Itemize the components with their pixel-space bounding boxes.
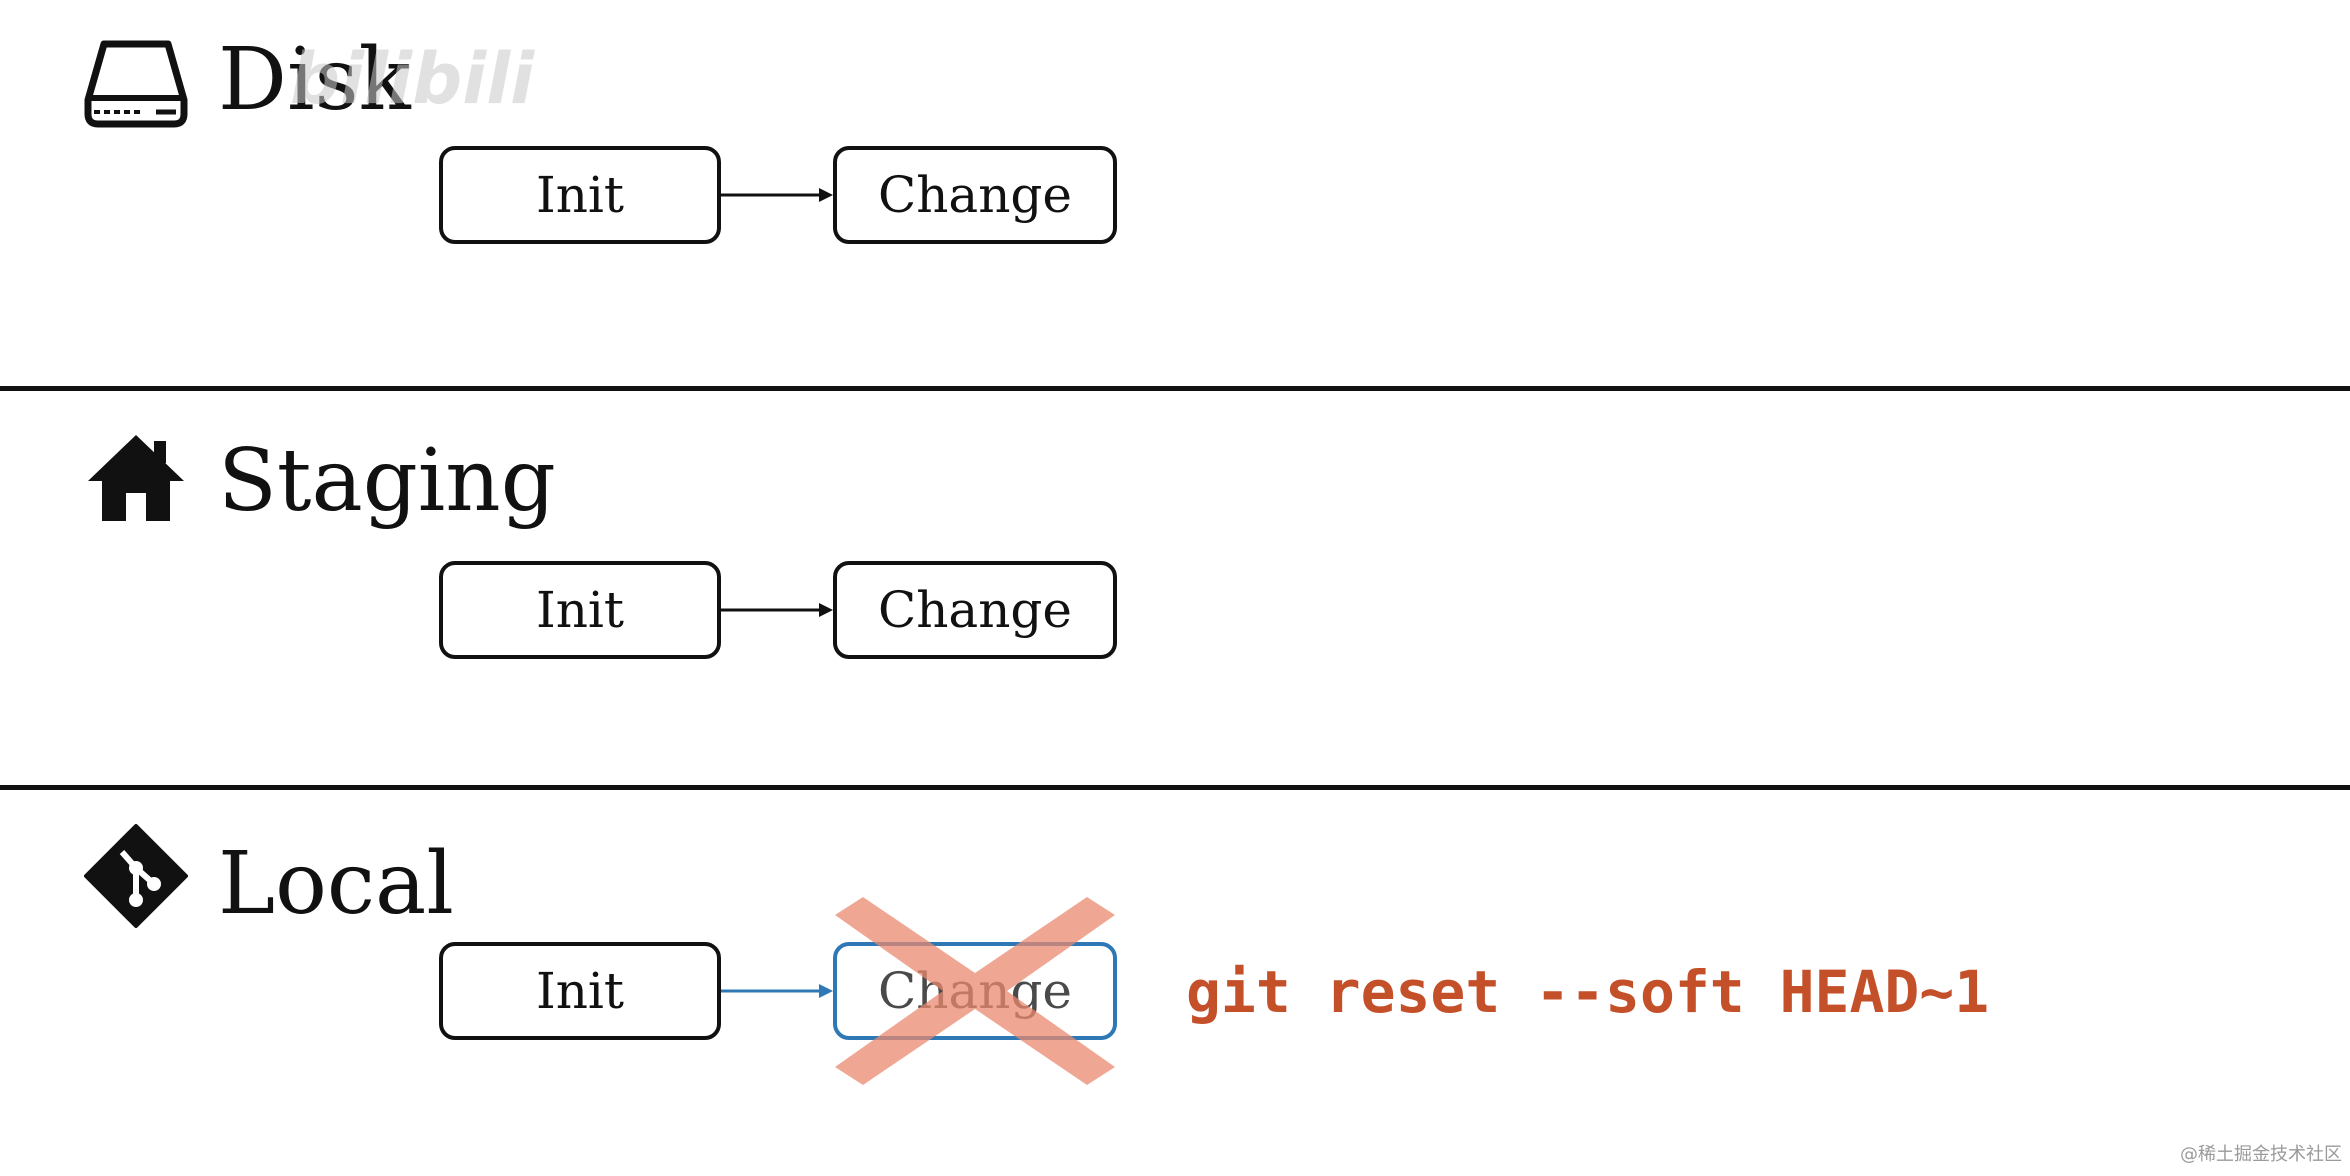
channel-watermark: bilibili xyxy=(290,38,535,120)
staging-arrow xyxy=(721,603,833,617)
divider-staging-local xyxy=(0,785,2350,790)
disk-arrow xyxy=(721,188,833,202)
git-logo-icon xyxy=(84,824,188,928)
git-command: git reset --soft HEAD~1 xyxy=(1186,958,1990,1026)
divider-disk-staging xyxy=(0,386,2350,391)
local-section: Local Init Change git reset --soft HEAD~… xyxy=(0,790,2350,1176)
local-title: Local xyxy=(218,834,454,934)
local-arrow xyxy=(721,984,833,998)
local-node-init: Init xyxy=(439,942,721,1040)
credit-watermark: @稀土掘金技术社区 xyxy=(2180,1144,2342,1165)
staging-node-init: Init xyxy=(439,561,721,659)
house-icon xyxy=(88,435,184,521)
staging-section: Staging Init Change xyxy=(0,391,2350,787)
disk-node-change: Change xyxy=(833,146,1117,244)
hard-drive-icon xyxy=(84,40,188,128)
staging-node-change: Change xyxy=(833,561,1117,659)
disk-node-init: Init xyxy=(439,146,721,244)
staging-title: Staging xyxy=(218,431,556,531)
disk-title: Disk xyxy=(218,30,411,130)
disk-section: Disk bilibili Init Change xyxy=(0,0,2350,388)
local-node-change-removed: Change xyxy=(833,942,1117,1040)
